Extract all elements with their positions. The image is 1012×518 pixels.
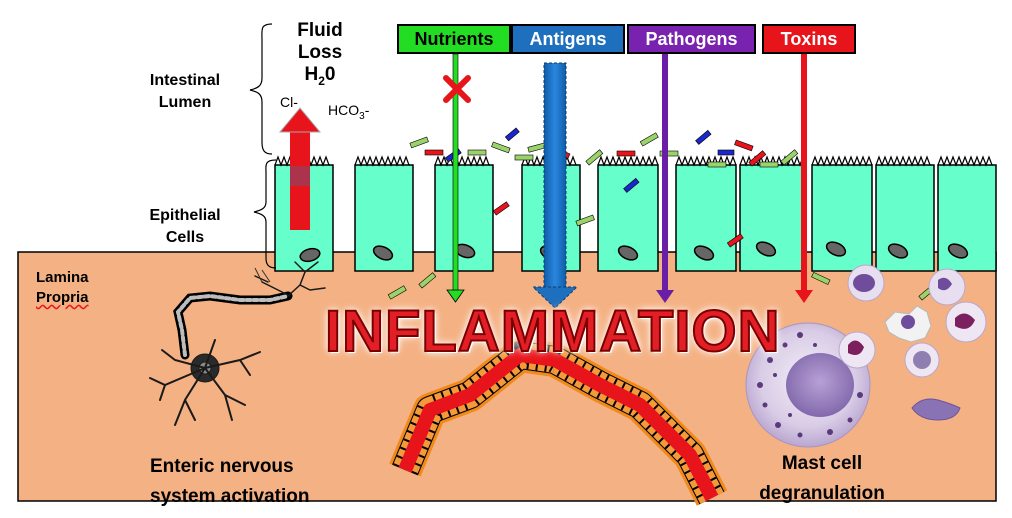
enteric-activation-label: Enteric nervous system activation — [150, 452, 309, 512]
nerve-fibers — [254, 267, 271, 283]
epithelial-brace — [253, 159, 277, 269]
h2o-tail: 0 — [324, 64, 336, 85]
fluid-loss-line2: Loss — [297, 42, 343, 63]
tag-nutrients: Nutrients — [397, 24, 511, 54]
epithelial-cell — [739, 164, 805, 272]
epithelial-cell — [937, 164, 997, 272]
h2o-label: H20 — [280, 64, 360, 92]
tag-antigens: Antigens — [511, 24, 625, 54]
nutrients-arrow — [446, 53, 465, 303]
immune-cell-icon — [838, 264, 987, 421]
enteric-line1: Enteric nervous — [150, 456, 294, 477]
lamina-propria-label: Lamina Propria — [36, 268, 89, 308]
inflammation-label: INFLAMMATION — [324, 298, 781, 365]
h2o-h: H — [304, 64, 319, 85]
blocked-x-icon — [443, 75, 471, 103]
intestinal-lumen-label: Intestinal Lumen — [130, 70, 240, 114]
tag-toxins: Toxins — [762, 24, 856, 54]
blood-vessel-icon — [389, 338, 728, 506]
lamina-line1: Lamina — [36, 269, 89, 286]
fluid-loss-arrow — [278, 107, 322, 230]
mast-cell-degranulation-label: Mast cell degranulation — [752, 449, 892, 509]
epithelial-cells-label: Epithelial Cells — [130, 205, 240, 249]
mast-line1: Mast cell — [781, 453, 863, 474]
hco3-subscript: 3 — [359, 110, 365, 122]
intestinal-lumen-line2: Lumen — [158, 94, 212, 111]
hco3-tail: - — [364, 102, 370, 118]
epithelial-cell — [875, 164, 935, 272]
epithelial-layer — [274, 164, 997, 272]
hco3-main: HCO — [328, 102, 360, 118]
h2o-subscript: 2 — [318, 73, 325, 88]
epithelial-cell — [434, 164, 494, 272]
toxins-arrow — [795, 54, 813, 303]
epithelial-line1: Epithelial — [149, 207, 221, 224]
bicarbonate-label: HCO3- — [328, 102, 369, 122]
antigens-arrow — [531, 62, 579, 309]
epithelial-cell — [811, 164, 873, 272]
tag-pathogens: Pathogens — [627, 24, 756, 54]
mast-line2: degranulation — [759, 483, 885, 504]
epithelial-cell — [354, 164, 414, 272]
lamina-line2: Propria — [36, 289, 89, 306]
pathogens-arrow — [656, 54, 674, 303]
enteric-line2: system activation — [150, 486, 310, 507]
epithelial-cell — [675, 164, 737, 272]
epithelial-line2: Cells — [165, 229, 205, 246]
neuron-icon — [149, 261, 326, 426]
chloride-label: Cl- — [280, 94, 298, 110]
fluid-loss-line1: Fluid — [297, 20, 343, 41]
fluid-loss-label: Fluid Loss H20 — [280, 20, 360, 92]
lumen-brace — [249, 23, 273, 155]
intestinal-lumen-line1: Intestinal — [149, 72, 221, 89]
epithelial-cell — [597, 164, 659, 272]
microvilli — [274, 155, 993, 167]
